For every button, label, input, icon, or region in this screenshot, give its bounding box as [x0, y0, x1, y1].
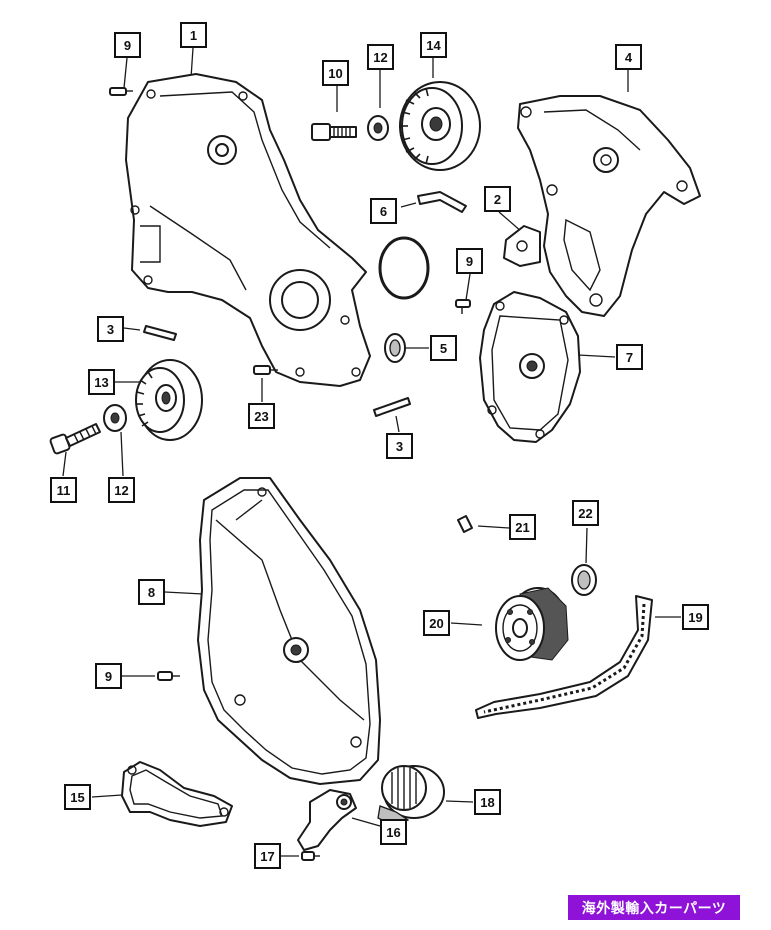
callout-7: 7 — [616, 344, 643, 370]
gasket-part-15 — [121, 761, 233, 827]
bolt-part-10 — [311, 123, 357, 141]
callout-4: 4 — [615, 44, 642, 70]
tensioner-arm-part-16 — [297, 789, 357, 851]
callout-1: 1 — [180, 22, 207, 48]
callout-8: 8 — [138, 579, 165, 605]
sprocket-part-14 — [399, 81, 481, 171]
bolt-part-9-middle — [455, 299, 471, 314]
part-2-mount — [503, 225, 541, 267]
leader-lines — [62, 47, 681, 857]
callout-18: 18 — [474, 789, 501, 815]
bolt-part-23 — [253, 365, 278, 375]
callout-9-lower: 9 — [95, 663, 122, 689]
seal-part-5 — [384, 333, 406, 363]
pulley-part-20 — [495, 587, 569, 661]
callout-5: 5 — [430, 335, 457, 361]
cover-part-7 — [479, 291, 581, 443]
import-car-parts-badge: 海外製輸入カーパーツ — [568, 895, 740, 920]
front-cover-part-1 — [125, 73, 371, 387]
dowel-part-3-right — [373, 397, 411, 417]
bracket-part-4 — [517, 95, 701, 317]
callout-23: 23 — [248, 403, 275, 429]
callout-11: 11 — [50, 477, 77, 503]
callout-12: 12 — [367, 44, 394, 70]
timing-belt-part-19 — [475, 595, 653, 719]
dowel-part-3-left — [143, 325, 177, 341]
sprocket-part-13 — [135, 359, 203, 441]
callout-19: 19 — [682, 604, 709, 630]
o-ring-seal — [378, 236, 430, 300]
washer-part-12-upper — [367, 115, 389, 141]
callout-15: 15 — [64, 784, 91, 810]
callout-2: 2 — [484, 186, 511, 212]
bolt-part-11 — [49, 423, 101, 455]
callout-3-right: 3 — [386, 433, 413, 459]
callout-10: 10 — [322, 60, 349, 86]
bolt-part-9-lower — [157, 671, 180, 681]
timing-cover-part-8 — [197, 477, 381, 785]
callout-17: 17 — [254, 843, 281, 869]
callout-13: 13 — [88, 369, 115, 395]
callout-22: 22 — [572, 500, 599, 526]
callout-21: 21 — [509, 514, 536, 540]
callout-12-lower: 12 — [108, 477, 135, 503]
callout-9: 9 — [114, 32, 141, 58]
callout-9-middle: 9 — [456, 248, 483, 274]
washer-part-12-lower — [103, 404, 127, 432]
callout-6: 6 — [370, 198, 397, 224]
callout-14: 14 — [420, 32, 447, 58]
idler-pulley-part-18 — [377, 765, 445, 827]
callout-3: 3 — [97, 316, 124, 342]
bolt-part-9-top — [109, 87, 133, 96]
pin-part-21 — [457, 515, 473, 533]
callout-20: 20 — [423, 610, 450, 636]
callout-16: 16 — [380, 819, 407, 845]
bolt-part-17 — [301, 851, 320, 861]
pin-part-6 — [417, 191, 467, 213]
seal-part-22 — [571, 564, 597, 596]
